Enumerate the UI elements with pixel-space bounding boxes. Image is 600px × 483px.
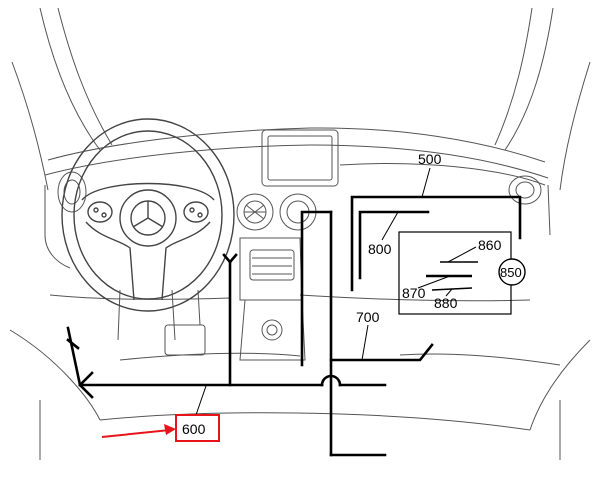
- vehicle-interior-outline: [9, 7, 591, 460]
- callout-800: 800: [368, 241, 392, 257]
- leader-870: [417, 275, 451, 289]
- leader-700: [361, 324, 369, 361]
- module-850-circle: [498, 258, 526, 286]
- callout-860: 860: [478, 237, 502, 253]
- leader-800: [381, 211, 399, 241]
- harness-right-branch: [329, 343, 434, 362]
- callout-labels: 500 800 860 850 870 880 700 600: [182, 151, 522, 437]
- callout-600: 600: [182, 421, 206, 437]
- left-vent-outline: [57, 171, 87, 213]
- callout-880: 880: [434, 295, 458, 311]
- leader-880: [445, 288, 453, 297]
- highlight-box: [175, 414, 220, 442]
- callout-870: 870: [402, 285, 426, 301]
- highlight-arrow-shaft: [101, 429, 171, 438]
- right-button-cluster: [183, 201, 209, 223]
- steering-wheel-rim-outer: [61, 118, 235, 312]
- center-vent-left: [236, 193, 274, 231]
- left-button-cluster: [87, 201, 113, 223]
- leader-860: [447, 246, 477, 263]
- steering-column: [117, 289, 176, 341]
- leader-500: [421, 167, 431, 198]
- steering-wheel-rim-inner: [73, 130, 223, 300]
- control-module: [398, 231, 526, 315]
- callout-850: 850: [500, 265, 522, 280]
- center-console: [239, 237, 303, 301]
- harness-upper-frame: [350, 195, 522, 292]
- leader-600: [195, 385, 207, 416]
- steering-wheel: [61, 118, 235, 312]
- center-display: [261, 129, 339, 187]
- harness-left-arrowhead: [78, 371, 94, 399]
- steering-wheel-hub: [119, 189, 177, 247]
- callout-leaders: [195, 167, 477, 416]
- harness-left-upper-branch: [66, 326, 82, 387]
- right-vent-outline: [508, 175, 542, 205]
- footwell: [9, 329, 101, 421]
- callout-700: 700: [356, 309, 380, 325]
- right-a-pillar: [504, 7, 554, 151]
- left-a-pillar: [39, 7, 101, 151]
- callout-500: 500: [418, 151, 442, 167]
- dashboard-top: [47, 127, 546, 163]
- highlight-arrow-head: [164, 424, 176, 435]
- wiring-harness-schematic: [66, 195, 522, 457]
- control-knob: [261, 319, 283, 341]
- highlight-annotation: [101, 414, 220, 442]
